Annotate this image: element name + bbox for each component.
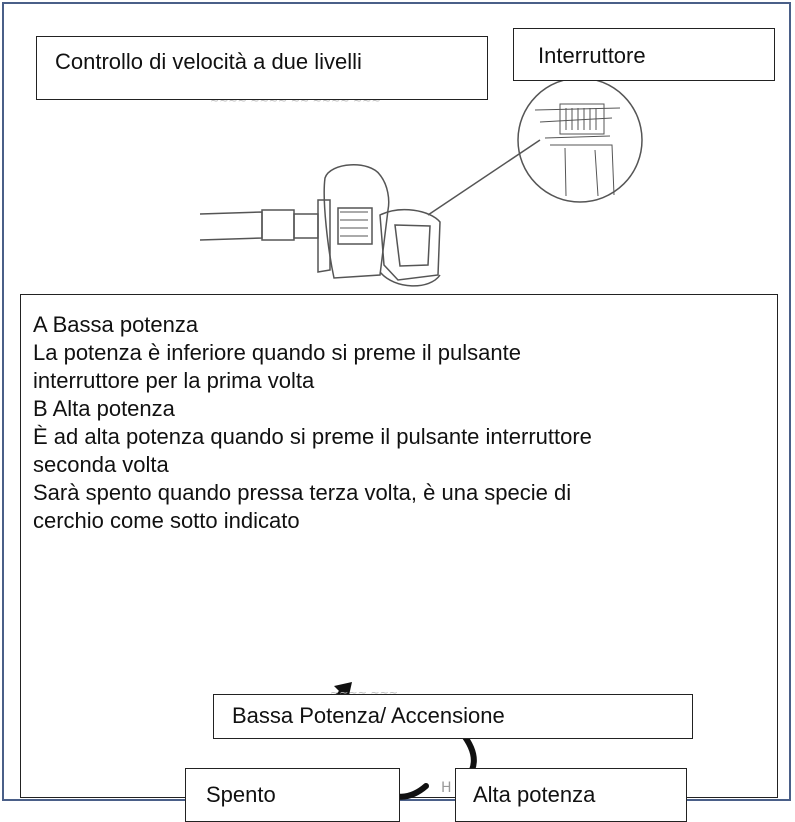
nozzle-icon xyxy=(317,199,331,273)
desc-line: La potenza è inferiore quando si preme i… xyxy=(33,340,521,365)
desc-line-low-power-heading: A Bassa potenza xyxy=(33,312,199,337)
desc-line: È ad alta potenza quando si preme il pul… xyxy=(33,424,592,449)
speed-control-label: Controllo di velocità a due livelli xyxy=(36,36,488,100)
svg-text:H: H xyxy=(441,780,452,796)
speed-control-text: Controllo di velocità a due livelli xyxy=(55,49,362,74)
desc-line: interruttore per la prima volta xyxy=(33,368,315,393)
motor-body-icon xyxy=(323,164,390,279)
handle-icon xyxy=(379,208,441,281)
cycle-step-high-power: Alta potenza xyxy=(455,768,687,822)
desc-line: Sarà spento quando pressa terza volta, è… xyxy=(33,480,572,505)
desc-line-high-power-heading: B Alta potenza xyxy=(33,396,175,421)
cycle-step-low-power-on: Bassa Potenza/ Accensione xyxy=(213,694,693,739)
cycle-step-off: Spento xyxy=(185,768,400,822)
switch-label: Interruttore xyxy=(513,28,775,81)
cycle-step-label: Spento xyxy=(206,782,276,807)
switch-label-text: Interruttore xyxy=(538,43,646,68)
cycle-arrows: H ~~~~ ~~~ xyxy=(315,682,482,800)
cycle-step-label: Alta potenza xyxy=(473,782,596,807)
desc-line: cerchio come sotto indicato xyxy=(33,508,300,533)
desc-line: seconda volta xyxy=(33,452,169,477)
cycle-step-label: Bassa Potenza/ Accensione xyxy=(232,703,505,728)
filter-icon xyxy=(337,207,373,245)
